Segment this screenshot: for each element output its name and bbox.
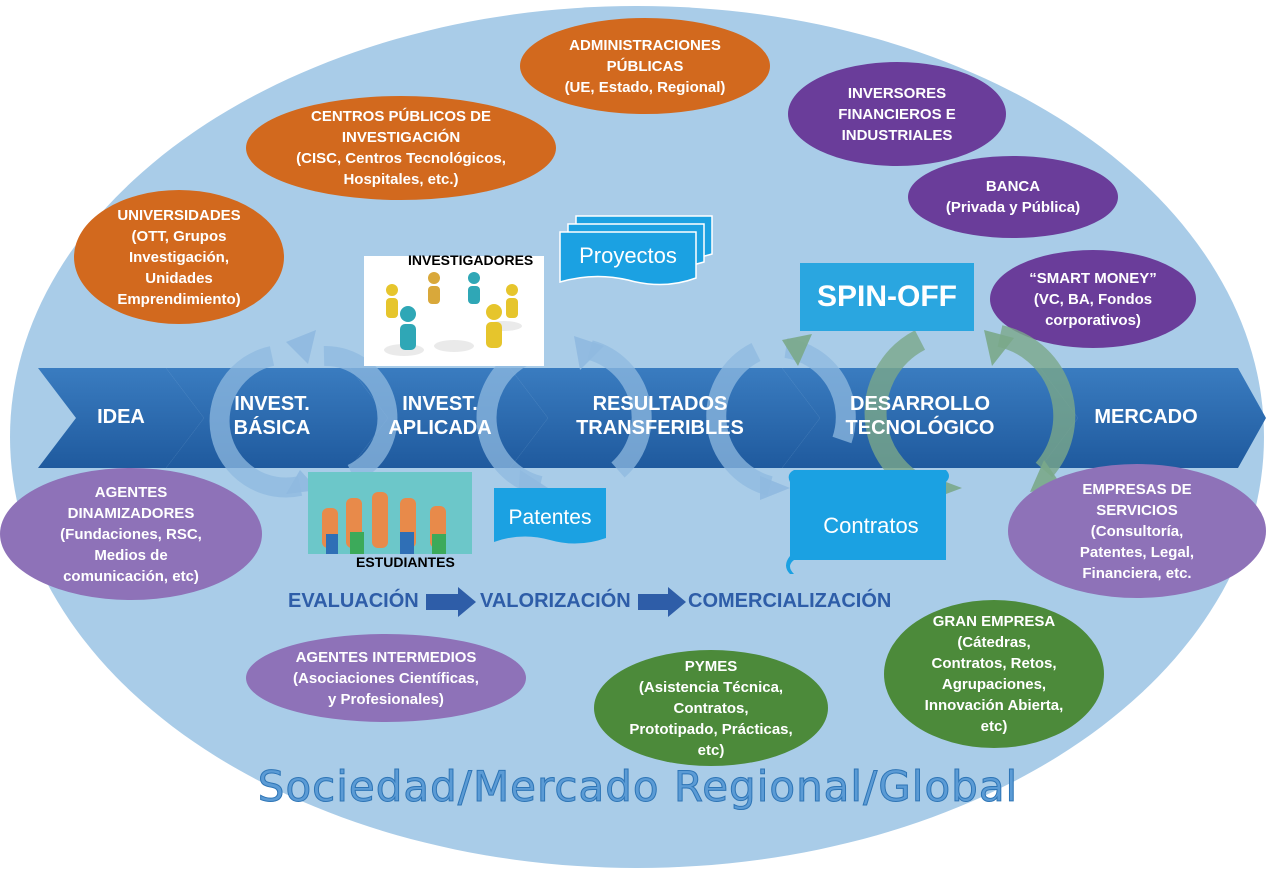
contratos-label: Contratos <box>823 513 919 538</box>
oval-universidades: UNIVERSIDADES (OTT, Grupos Investigación… <box>74 190 284 324</box>
person-icon <box>400 306 416 350</box>
stage-mercado: MERCADO <box>1094 406 1198 428</box>
chevron-mercado <box>1040 368 1266 468</box>
stage-desarrollo: DESARROLLO TECNOLÓGICO <box>845 393 995 439</box>
oval-gran-empresa: GRAN EMPRESA (Cátedras, Contratos, Retos… <box>884 600 1104 748</box>
phase-arrow-2 <box>638 587 686 617</box>
cycle-arrow-resultados <box>476 340 652 496</box>
person-icon <box>506 284 518 318</box>
oval-inversores: INVERSORES FINANCIEROS E INDUSTRIALES <box>788 62 1006 166</box>
person-icon <box>386 284 398 318</box>
oval-empresas-servicios: EMPRESAS DE SERVICIOS (Consultoría, Pate… <box>1008 464 1266 598</box>
stage-resultados: RESULTADOS TRANSFERIBLES <box>576 393 744 439</box>
chevron-resultados <box>510 368 820 468</box>
doc-proyectos <box>559 215 713 286</box>
stage-idea: IDEA <box>97 406 145 428</box>
footer-society-label: Sociedad/Mercado Regional/Global <box>257 762 1019 812</box>
oval-smart-money: “SMART MONEY” (VC, BA, Fondos corporativ… <box>990 250 1196 348</box>
oval-agentes-dinamizadores: AGENTES DINAMIZADORES (Fundaciones, RSC,… <box>0 468 262 600</box>
label-investigadores: INVESTIGADORES <box>408 252 534 268</box>
chevron-idea <box>38 368 204 468</box>
patentes-label: Patentes <box>508 506 592 529</box>
phase-evaluacion: EVALUACIÓN <box>288 590 419 612</box>
person-icon <box>468 272 480 304</box>
chevron-desarrollo <box>782 368 1078 468</box>
doc-patentes <box>494 488 606 544</box>
person-icon <box>486 304 502 348</box>
estudiantes-image <box>308 472 472 554</box>
doc-contratos <box>786 470 949 574</box>
cycle-arrow-basica <box>209 345 398 498</box>
stage-invest-aplicada: INVEST. APLICADA <box>388 393 492 439</box>
oval-pymes: PYMES (Asistencia Técnica, Contratos, Pr… <box>594 650 828 766</box>
oval-banca: BANCA (Privada y Pública) <box>908 156 1118 238</box>
label-estudiantes: ESTUDIANTES <box>356 554 455 570</box>
spin-off-box: SPIN-OFF <box>800 263 974 331</box>
stage-invest-basica: INVEST. BÁSICA <box>233 393 311 439</box>
oval-administraciones: ADMINISTRACIONES PÚBLICAS (UE, Estado, R… <box>520 18 770 114</box>
proyectos-label: Proyectos <box>579 243 677 268</box>
investigadores-image <box>364 256 544 366</box>
phase-valorizacion: VALORIZACIÓN <box>480 590 631 612</box>
oval-centros-publicos: CENTROS PÚBLICOS DE INVESTIGACIÓN (CISC,… <box>246 96 556 200</box>
person-icon <box>428 272 440 304</box>
oval-agentes-intermedios: AGENTES INTERMEDIOS (Asociaciones Cientí… <box>246 634 526 722</box>
phase-arrow-1 <box>426 587 476 617</box>
phase-comercializacion: COMERCIALIZACIÓN <box>688 590 892 612</box>
